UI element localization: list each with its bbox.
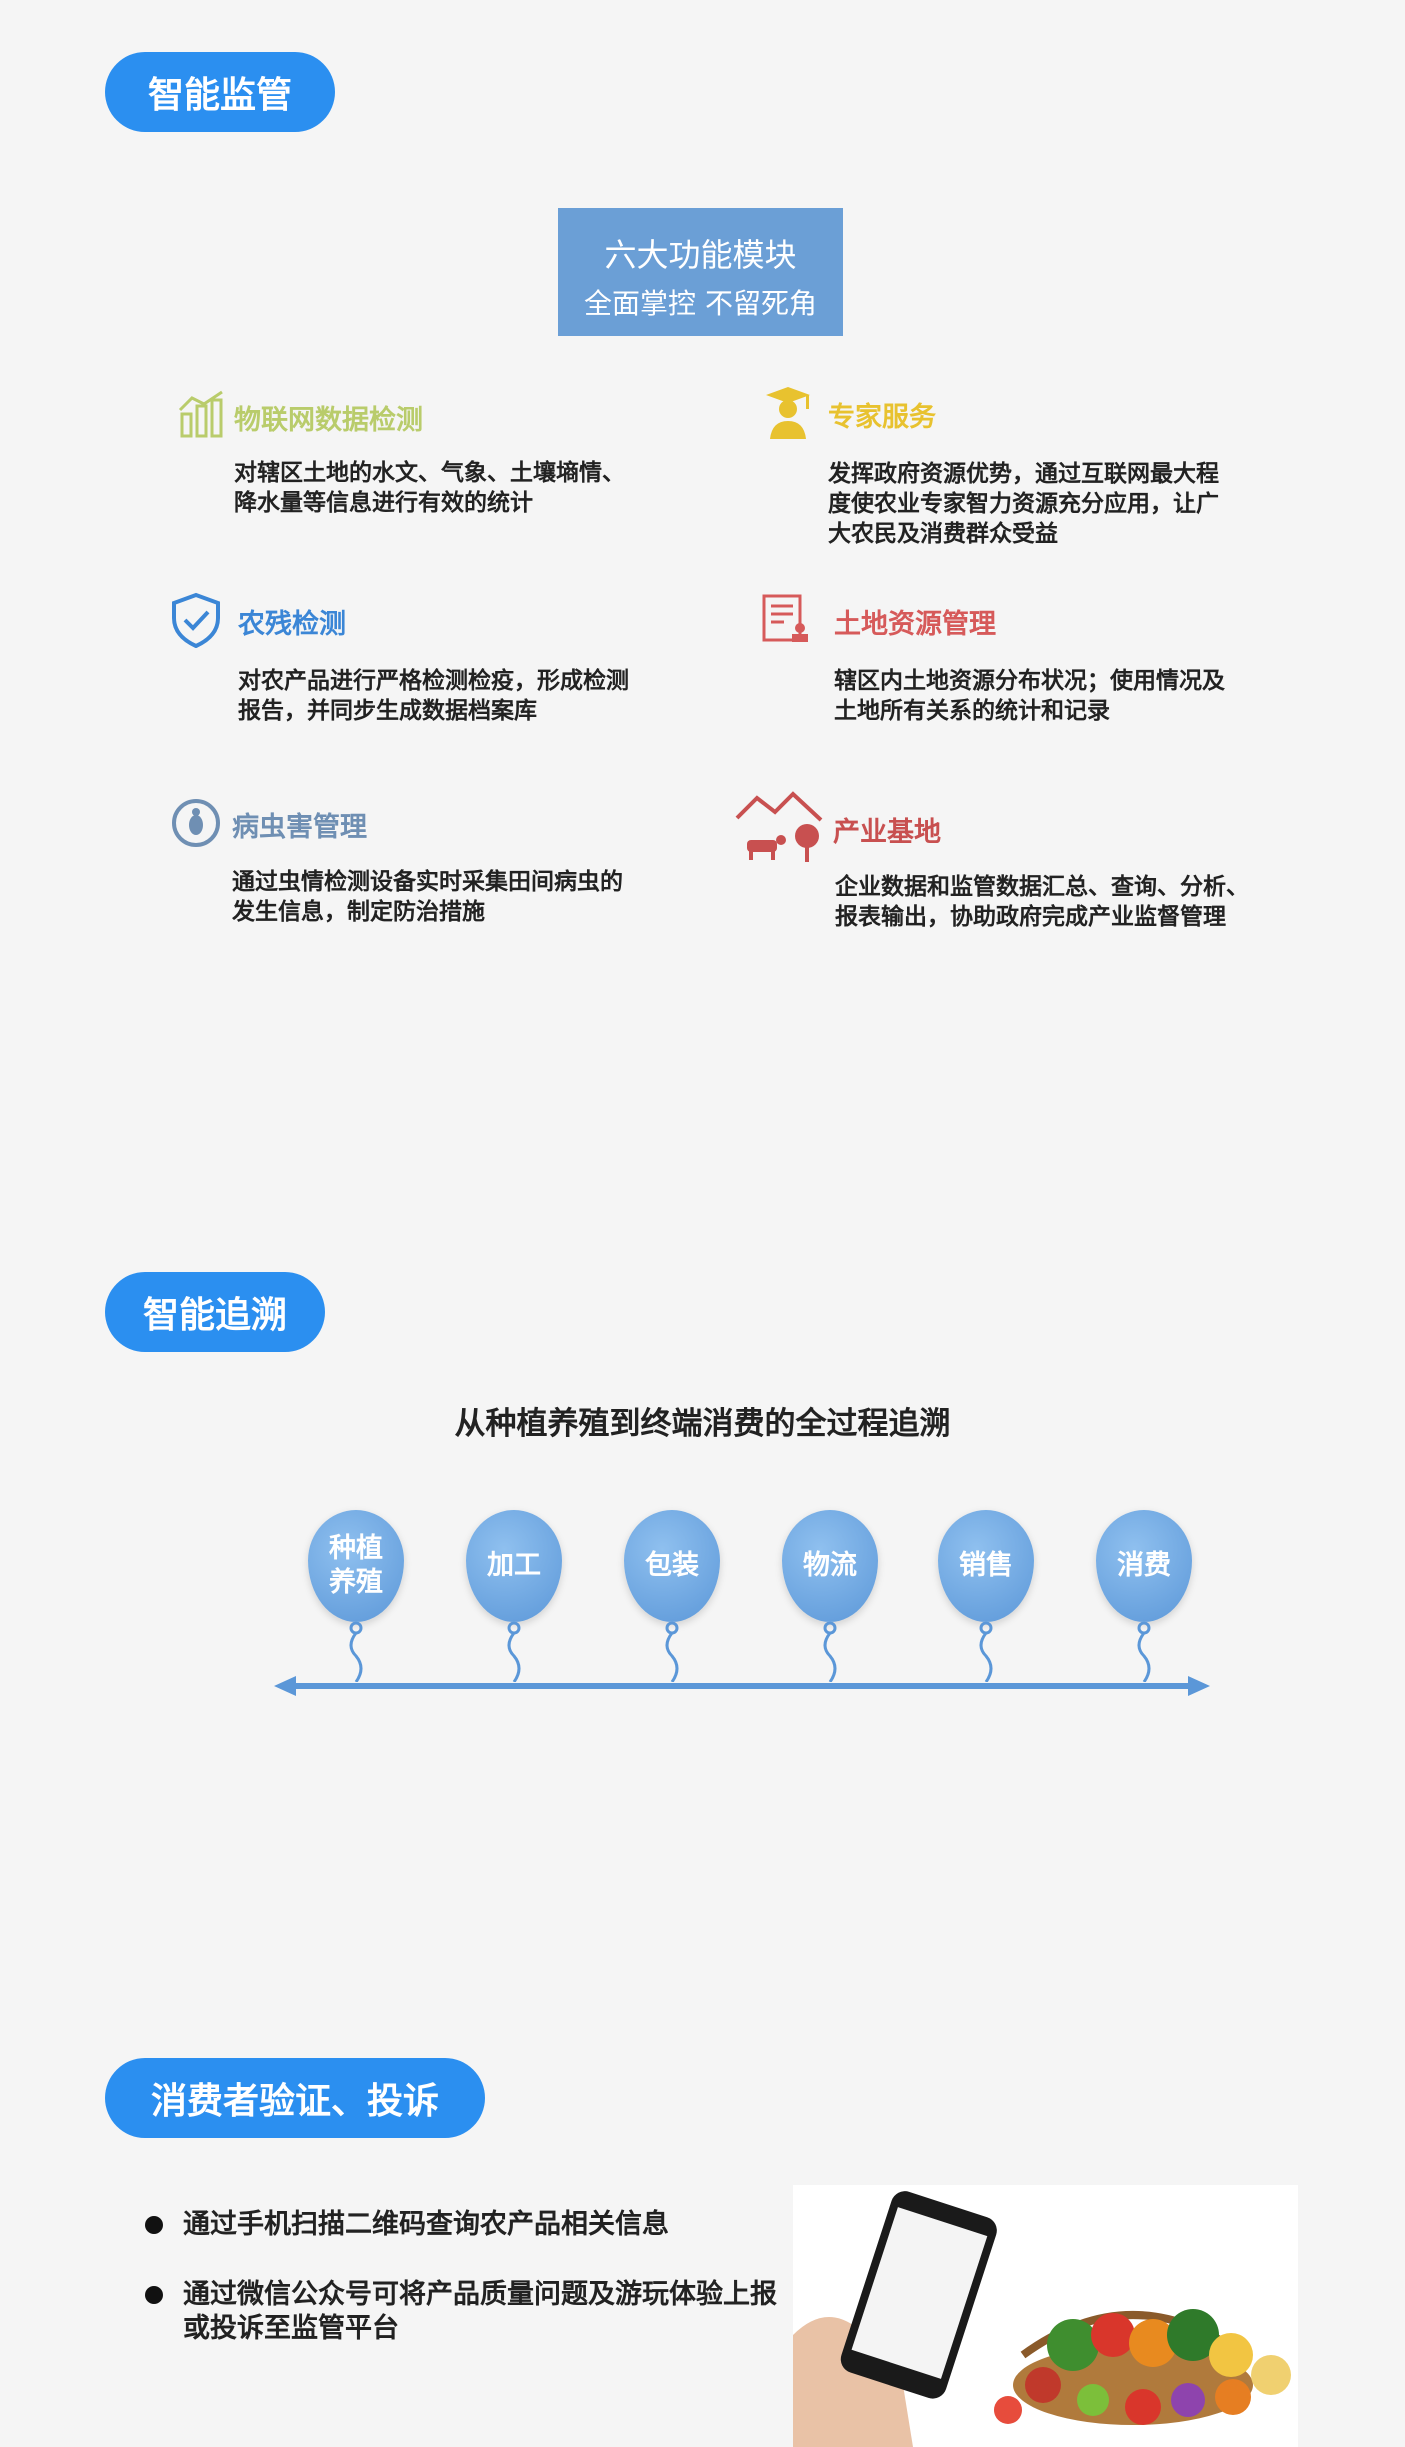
module-summary-box: 六大功能模块 全面掌控 不留死角: [558, 208, 843, 336]
bullet-dot-icon: [145, 2286, 163, 2304]
module-box-line2: 全面掌控 不留死角: [584, 287, 817, 320]
phone-vegetables-photo: [793, 2185, 1298, 2447]
feature-title: 农残检测: [238, 609, 346, 640]
trace-stage-packaging: 包装: [622, 1510, 722, 1686]
section-pill-supervision: 智能监管: [105, 52, 335, 132]
feature-desc: 通过虫情检测设备实时采集田间病虫的 发生信息，制定防治措施: [232, 869, 623, 925]
balloon-string-icon: [665, 1621, 679, 1683]
trace-stage-planting: 种植 养殖: [306, 1510, 406, 1686]
farm-icon: [735, 791, 823, 862]
feature-desc: 对辖区土地的水文、气象、土壤墒情、 降水量等信息进行有效的统计: [234, 460, 625, 516]
balloon-head: 消费: [1096, 1510, 1192, 1622]
trace-stage-consumption: 消费: [1094, 1510, 1194, 1686]
feature-desc: 辖区内土地资源分布状况；使用情况及 土地所有关系的统计和记录: [834, 668, 1225, 724]
feature-industry-base: 产业基地 企业数据和监管数据汇总、查询、分析、 报表输出，协助政府完成产业监督管…: [735, 790, 1295, 940]
feature-residue: 农残检测 对农产品进行严格检测检疫，形成检测 报告，并同步生成数据档案库: [170, 592, 690, 732]
bullet-text: 通过微信公众号可将产品质量问题及游玩体验上报或投诉至监管平台: [183, 2279, 777, 2344]
balloon-string-icon: [823, 1621, 837, 1683]
list-item: 通过手机扫描二维码查询农产品相关信息: [145, 2208, 803, 2242]
feature-expert: 专家服务 发挥政府资源优势，通过互联网最大程 度使农业专家智力资源充分应用，让广…: [762, 385, 1282, 547]
section-pill-consumer: 消费者验证、投诉: [105, 2058, 485, 2138]
feature-pest: 病虫害管理 通过虫情检测设备实时采集田间病虫的 发生信息，制定防治措施: [170, 795, 690, 935]
timeline-arrow-left-icon: [274, 1676, 296, 1696]
balloon-head: 物流: [782, 1510, 878, 1622]
feature-title: 土地资源管理: [834, 609, 996, 640]
feature-desc: 企业数据和监管数据汇总、查询、分析、 报表输出，协助政府完成产业监督管理: [835, 874, 1249, 930]
feature-iot: 物联网数据检测 对辖区土地的水文、气象、土壤墒情、 降水量等信息进行有效的统计: [178, 388, 678, 548]
feature-title: 产业基地: [833, 817, 941, 848]
feature-title: 物联网数据检测: [234, 405, 423, 436]
balloon-string-icon: [979, 1621, 993, 1683]
feature-desc: 对农产品进行严格检测检疫，形成检测 报告，并同步生成数据档案库: [238, 668, 629, 724]
trace-stage-processing: 加工: [464, 1510, 564, 1686]
balloon-head: 包装: [624, 1510, 720, 1622]
list-item: 通过微信公众号可将产品质量问题及游玩体验上报或投诉至监管平台: [145, 2278, 783, 2346]
expert-icon: [766, 387, 810, 439]
timeline-axis: [282, 1683, 1202, 1689]
bar-chart-icon: [178, 390, 223, 438]
balloon-string-icon: [349, 1621, 363, 1683]
timeline-arrow-right-icon: [1188, 1676, 1210, 1696]
module-box-line1: 六大功能模块: [604, 236, 797, 274]
feature-land: 土地资源管理 辖区内土地资源分布状况；使用情况及 土地所有关系的统计和记录: [760, 592, 1280, 732]
balloon-head: 销售: [938, 1510, 1034, 1622]
document-stamp-icon: [762, 594, 808, 642]
trace-stage-logistics: 物流: [780, 1510, 880, 1686]
feature-desc: 发挥政府资源优势，通过互联网最大程 度使农业专家智力资源充分应用，让广 大农民及…: [828, 461, 1219, 547]
shield-check-icon: [172, 592, 220, 648]
balloon-head: 种植 养殖: [308, 1510, 404, 1622]
feature-title: 专家服务: [828, 402, 936, 433]
balloon-head: 加工: [466, 1510, 562, 1622]
balloon-string-icon: [507, 1621, 521, 1683]
feature-title: 病虫害管理: [232, 812, 367, 843]
bullet-text: 通过手机扫描二维码查询农产品相关信息: [183, 2209, 669, 2240]
consumer-bullet-list: 通过手机扫描二维码查询农产品相关信息 通过微信公众号可将产品质量问题及游玩体验上…: [145, 2208, 803, 2382]
phone-fruit-basket-illustration: [793, 2185, 1298, 2447]
balloon-string-icon: [1137, 1621, 1151, 1683]
trace-title: 从种植养殖到终端消费的全过程追溯: [454, 1406, 951, 1442]
trace-stage-sales: 销售: [936, 1510, 1036, 1686]
bug-icon: [172, 799, 220, 847]
bullet-dot-icon: [145, 2216, 163, 2234]
section-pill-tracing: 智能追溯: [105, 1272, 325, 1352]
